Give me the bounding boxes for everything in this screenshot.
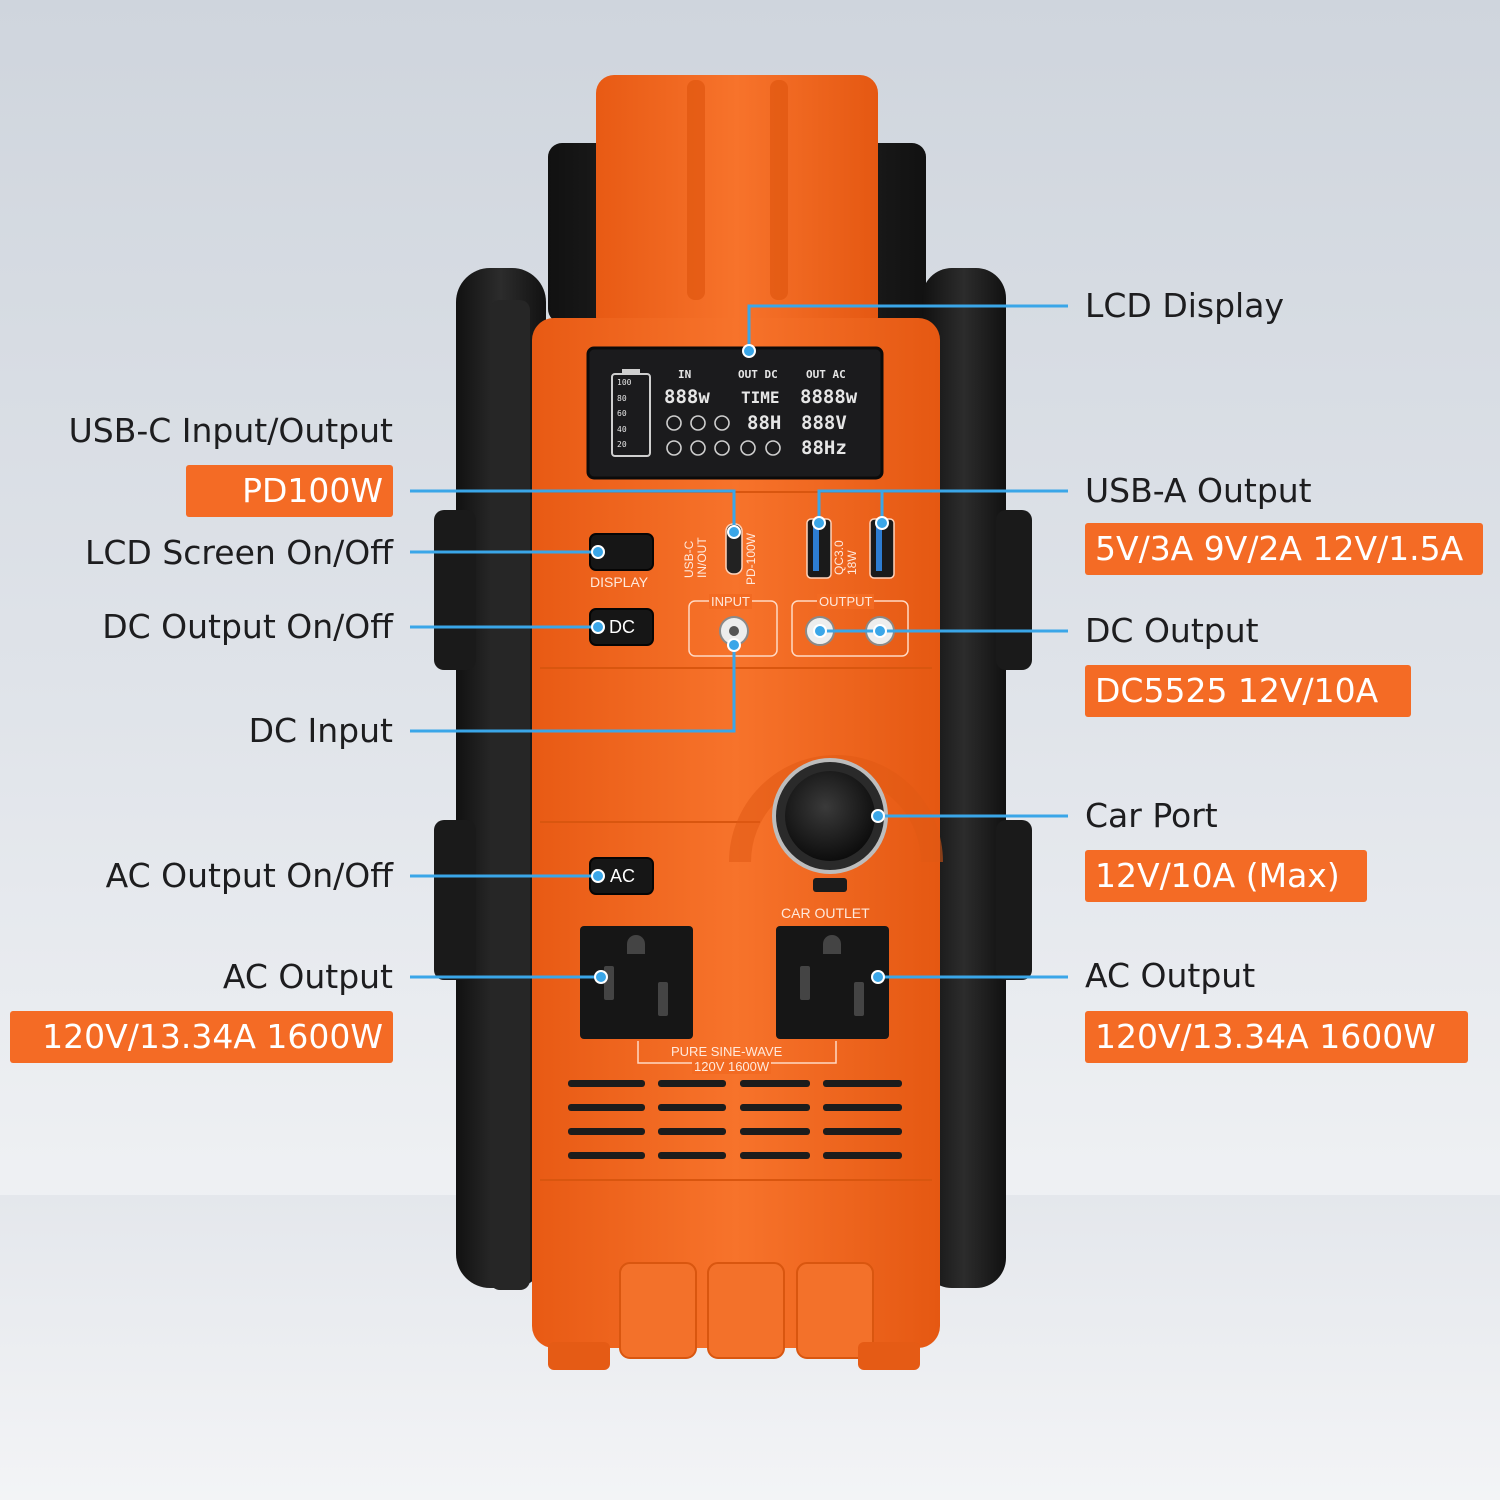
ac-button[interactable]: AC <box>610 866 636 886</box>
car-outlet-label: CAR OUTLET <box>781 905 870 921</box>
lcd-display-title: LCD Display <box>1085 286 1284 325</box>
usb-c-label: USB-C IN/OUT <box>682 537 709 578</box>
ac-output-left-spec: 120V/13.34A 1600W <box>10 1011 393 1063</box>
foot-ridge-3 <box>796 1262 874 1359</box>
lcd-p-icon <box>690 440 706 456</box>
back-frame-left <box>490 300 530 1290</box>
lcd-ac-volts: 888V <box>801 412 847 434</box>
lcd-screen-title: LCD Screen On/Off <box>85 533 393 572</box>
handle <box>596 75 878 335</box>
leader-lcd <box>747 304 1068 351</box>
input-label: INPUT <box>709 594 752 609</box>
car-port-socket <box>785 771 875 861</box>
lcd-out-ac-label: OUT AC <box>806 368 846 381</box>
usb-c-spec: PD100W <box>186 465 393 517</box>
ac-output-right-title: AC Output <box>1085 956 1256 995</box>
lcd-in-label: IN <box>678 368 692 381</box>
usb-c-rating: PD-100W <box>744 532 758 585</box>
leader-usb-c <box>410 489 736 530</box>
lcd-in-watts: 888w <box>664 386 710 408</box>
lcd-temp-icon <box>714 440 730 456</box>
foot-ridge-1 <box>619 1262 697 1359</box>
car-port-title: Car Port <box>1085 796 1218 835</box>
usb-a-rating: QC3.0 18W <box>832 540 859 575</box>
lcd-time-label: TIME <box>741 388 780 407</box>
dc-output-title: DC Output <box>1085 611 1259 650</box>
lcd-output-icon <box>714 415 730 431</box>
usb-a-spec: 5V/3A 9V/2A 12V/1.5A <box>1085 523 1483 575</box>
lcd-out-dc-label: OUT DC <box>738 368 778 381</box>
lcd-light-icon <box>765 440 781 456</box>
ac-outlet-right <box>776 926 889 1039</box>
lcd-usb-icon <box>666 440 682 456</box>
leader-usb-a <box>817 489 1068 522</box>
right-bumper <box>922 268 1006 1288</box>
lcd-battery-small-icon <box>690 415 706 431</box>
ac-output-switch-title: AC Output On/Off <box>105 856 393 895</box>
dc-output-switch-title: DC Output On/Off <box>102 607 393 646</box>
lcd-ac-hz: 88Hz <box>801 437 847 459</box>
lcd-solar-icon <box>666 415 682 431</box>
foot-ridge-2 <box>707 1262 785 1359</box>
lcd-time-value: 88H <box>747 412 782 434</box>
foot-left <box>548 1342 610 1370</box>
ac-output-left-title: AC Output <box>222 957 393 996</box>
ac-output-right-spec: 120V/13.34A 1600W <box>1085 1011 1468 1063</box>
left-grip-bottom <box>434 820 476 980</box>
leader-dc-input <box>410 645 736 733</box>
car-port-spec: 12V/10A (Max) <box>1085 850 1367 902</box>
right-grip-top <box>996 510 1032 670</box>
lcd-battery-levels: 100 80 60 40 20 <box>617 378 632 449</box>
sine-wave-label: PURE SINE-WAVE <box>671 1044 783 1059</box>
foot-right <box>858 1342 920 1370</box>
lcd-fan-icon <box>740 440 756 456</box>
car-port-cover <box>813 878 847 892</box>
right-grip-bottom <box>996 820 1032 980</box>
left-grip-top <box>434 510 476 670</box>
lcd-screen <box>586 346 884 480</box>
usb-c-title: USB-C Input/Output <box>68 411 393 450</box>
dc-input-title: DC Input <box>248 711 393 750</box>
display-button-label: DISPLAY <box>590 574 649 590</box>
usb-a-title: USB-A Output <box>1085 471 1312 510</box>
vent-grille <box>568 1080 902 1159</box>
output-label: OUTPUT <box>817 594 875 609</box>
dc-output-spec: DC5525 12V/10A <box>1085 665 1411 717</box>
dc-button[interactable]: DC <box>609 617 635 637</box>
lcd-ac-watts: 8888w <box>800 386 858 408</box>
sine-wave-rating: 120V 1600W <box>692 1059 772 1074</box>
ac-outlet-left <box>580 926 693 1039</box>
